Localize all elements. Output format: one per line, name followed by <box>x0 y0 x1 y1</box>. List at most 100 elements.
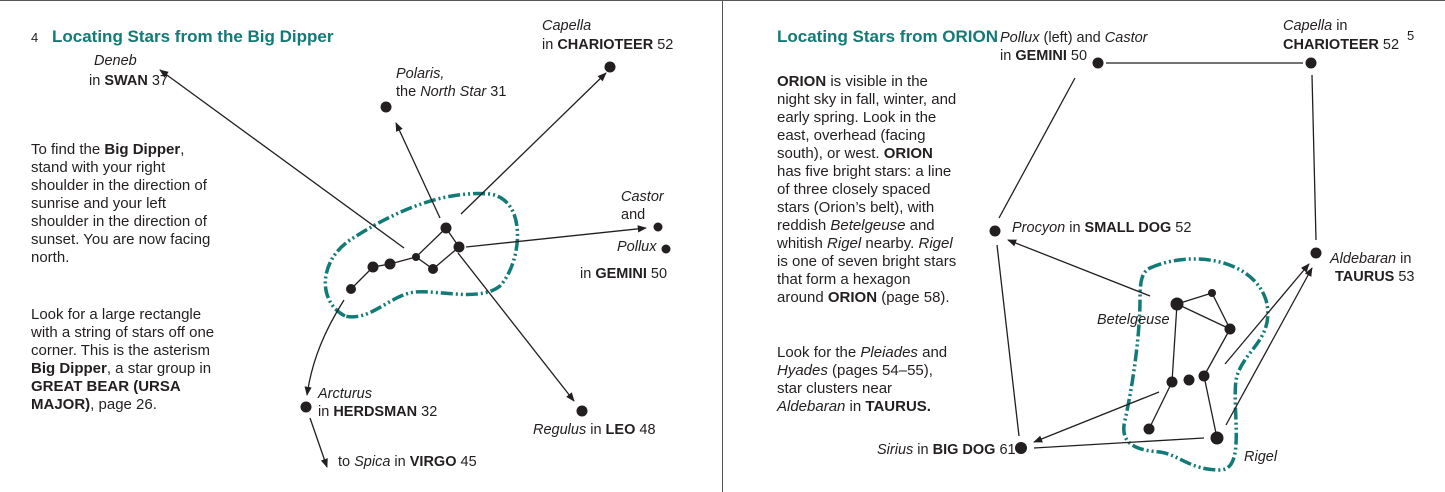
text-run: in <box>1000 48 1016 64</box>
text-run: VIRGO <box>409 454 457 470</box>
star-castor <box>653 222 663 232</box>
text-run: Rigel <box>827 235 862 252</box>
text-run: Aldebaran <box>777 398 846 415</box>
star-polaris <box>380 101 392 113</box>
text-run: the <box>396 84 421 100</box>
label-capella: Capella <box>542 17 591 35</box>
star <box>440 222 452 234</box>
page-title: Locating Stars from the Big Dipper <box>52 27 334 46</box>
text-run: Capella <box>1283 18 1333 34</box>
text-run: and <box>621 207 646 223</box>
text-run: 52 <box>1378 37 1400 53</box>
text-run: 52 <box>653 37 674 53</box>
label-capella-constellation: in CHARIOTEER 52 <box>542 36 673 54</box>
text-run: Hyades <box>777 362 828 379</box>
star-regulus <box>576 405 588 417</box>
text-run: Deneb <box>94 53 137 69</box>
body-paragraph: ORION is visible in the night sky in fal… <box>777 73 957 307</box>
text-run: 50 <box>1066 48 1088 64</box>
label-deneb-constellation: in SWAN 37 <box>89 72 168 90</box>
text-run: BIG DOG <box>932 442 996 458</box>
text-run: 48 <box>635 422 656 438</box>
text-run: HERDSMAN <box>333 404 418 420</box>
text-run: Betelgeuse <box>1097 312 1170 328</box>
text-run: Big Dipper <box>31 360 107 377</box>
star <box>1183 374 1195 386</box>
text-run: Castor <box>1104 30 1148 46</box>
text-run: is one of seven bright stars that form a… <box>777 253 957 306</box>
text-run: Capella <box>542 18 592 34</box>
pointer-castor <box>465 225 647 248</box>
label-and: and <box>621 206 645 224</box>
text-run: , page 26. <box>90 396 157 413</box>
text-run: ORION <box>883 145 933 162</box>
star <box>428 264 438 274</box>
label-betelgeuse: Betelgeuse <box>1097 311 1170 329</box>
text-run: nearby. <box>861 235 919 252</box>
pointer-polaris <box>395 122 441 219</box>
big-dipper-outline <box>323 191 520 319</box>
text-run: , a star group in <box>106 360 212 377</box>
text-run: 32 <box>417 404 438 420</box>
pointer-spica <box>309 417 328 468</box>
page-title: Locating Stars from ORION <box>777 27 999 46</box>
text-run: Look for a large rectangle with a string… <box>31 306 215 359</box>
text-run: SMALL DOG <box>1084 220 1172 236</box>
star-betelgeuse <box>1170 297 1184 311</box>
label-aldebaran: Aldebaran in <box>1330 250 1411 268</box>
text-run: ORION <box>827 289 878 306</box>
text-run: GEMINI <box>595 266 647 282</box>
label-polaris: Polaris, <box>396 65 444 83</box>
text-run: in <box>318 404 334 420</box>
text-run: 31 <box>486 84 507 100</box>
star <box>453 241 465 253</box>
text-run: Aldebaran <box>1330 251 1397 267</box>
star <box>1224 323 1236 335</box>
text-run: CHARIOTEER <box>1283 37 1379 53</box>
star <box>1208 289 1216 297</box>
text-run: in <box>542 37 558 53</box>
label-regulus: Regulus in LEO 48 <box>533 421 656 439</box>
page-number: 5 <box>1407 28 1415 43</box>
text-run: Procyon <box>1012 220 1066 236</box>
star-pollux <box>661 244 671 254</box>
text-run: Pollux <box>617 239 657 255</box>
text-run: TAURUS <box>1335 269 1395 285</box>
text-run: ORION <box>777 73 827 90</box>
text-run: Rigel <box>918 235 953 252</box>
text-run: Big Dipper <box>104 141 181 158</box>
text-run: Pollux <box>1000 30 1040 46</box>
text-run: in <box>1332 18 1348 34</box>
label-deneb: Deneb <box>94 52 137 70</box>
orion-outline <box>1122 257 1270 472</box>
line-pollux-procyon <box>998 77 1076 219</box>
pointer-deneb <box>159 69 405 249</box>
label-pollux: Pollux <box>617 238 657 256</box>
text-run: (left) and <box>1039 30 1105 46</box>
label-sirius: Sirius in BIG DOG 61 <box>877 441 1016 459</box>
body-paragraph: To find the Big Dipper, stand with your … <box>31 141 211 267</box>
star <box>1166 376 1178 388</box>
text-run: is visible in the night sky in fall, win… <box>777 73 957 162</box>
text-run: LEO <box>605 422 636 438</box>
label-gemini: in GEMINI 50 <box>580 265 667 283</box>
label-castor: Castor <box>621 188 664 206</box>
body-paragraph: Look for the Pleiades and Hyades (pages … <box>777 344 962 416</box>
text-run: 61 <box>995 442 1016 458</box>
label-procyon: Procyon in SMALL DOG 52 <box>1012 219 1191 237</box>
pointer-capella <box>460 72 607 215</box>
text-run: Rigel <box>1244 449 1278 465</box>
text-run: and <box>917 344 948 361</box>
text-run: Pleiades <box>860 344 918 361</box>
orion-lines <box>1148 292 1231 439</box>
star <box>346 284 356 294</box>
line-sirius-rigel <box>1033 437 1205 449</box>
text-run: Betelgeuse <box>830 217 906 234</box>
label-spica: to Spica in VIRGO 45 <box>338 453 477 471</box>
star-pollux <box>1092 57 1104 69</box>
text-run: GREAT BEAR (URSA MAJOR) <box>31 378 181 413</box>
text-run: , stand with your right shoulder in the … <box>31 141 211 266</box>
star-arcturus <box>300 401 312 413</box>
star <box>367 261 379 273</box>
